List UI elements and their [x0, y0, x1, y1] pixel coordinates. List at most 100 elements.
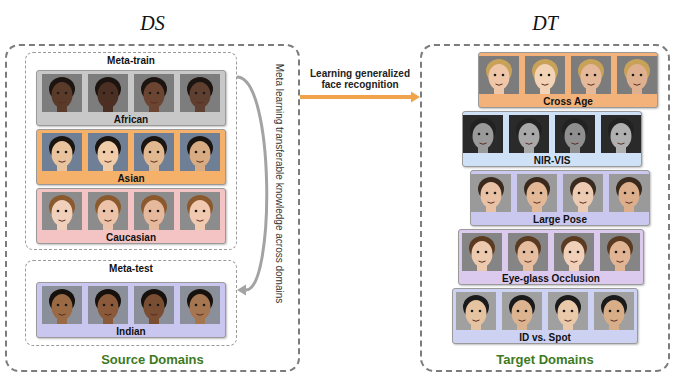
mouth: [105, 161, 112, 162]
mouth: [197, 161, 204, 162]
eye: [149, 304, 152, 307]
face: [98, 294, 119, 320]
face-photos: [37, 74, 225, 112]
photo-background: [508, 233, 548, 271]
face: [518, 241, 539, 267]
eye: [111, 304, 114, 307]
eye: [486, 192, 489, 195]
face-photos: [463, 115, 641, 153]
photo-background: [134, 133, 174, 171]
eye: [157, 92, 160, 95]
band-label: African: [114, 114, 148, 125]
mouth: [565, 320, 572, 321]
face: [558, 300, 579, 326]
domain-band: Caucasian: [36, 188, 226, 244]
mouth: [519, 320, 526, 321]
photo-background: [471, 174, 511, 212]
face: [527, 182, 548, 208]
photo-background: [525, 56, 565, 94]
face: [489, 64, 510, 90]
mouth: [105, 220, 112, 221]
eye: [615, 251, 618, 254]
eye: [485, 251, 488, 254]
eye: [65, 304, 68, 307]
photo-background: [180, 74, 220, 112]
eye: [563, 310, 566, 313]
eye: [195, 92, 198, 95]
mouth: [525, 261, 532, 262]
eye: [532, 133, 535, 136]
photo-background: [88, 74, 128, 112]
eye: [532, 192, 535, 195]
band-label: Caucasian: [106, 232, 156, 243]
eye: [632, 74, 635, 77]
photo-background: [180, 133, 220, 171]
mouth: [571, 261, 578, 262]
mouth: [151, 314, 158, 315]
band-label: NIR-VIS: [534, 155, 571, 166]
photo-background: [554, 233, 594, 271]
eye: [203, 210, 206, 213]
eye: [632, 192, 635, 195]
eye: [586, 192, 589, 195]
edge-label: Learning generalized face recognition: [301, 68, 419, 90]
mouth: [151, 161, 158, 162]
photo-background: [42, 192, 82, 230]
eye: [540, 74, 543, 77]
edge-label: Meta learning transferable knowledge acr…: [274, 64, 285, 304]
eye: [195, 304, 198, 307]
eye: [203, 151, 206, 154]
photo-background: [601, 115, 641, 153]
eye: [494, 192, 497, 195]
face-photos: [37, 192, 225, 230]
face: [52, 82, 73, 108]
face: [144, 141, 165, 167]
face-photos: [37, 133, 225, 171]
photo-background: [180, 192, 220, 230]
eye: [569, 251, 572, 254]
eye: [103, 304, 106, 307]
eye: [486, 133, 489, 136]
eye: [524, 133, 527, 136]
domain-band: Eye-glass Occlusion: [458, 229, 644, 285]
photo-background: [462, 233, 502, 271]
eye: [577, 251, 580, 254]
domain-caption: Source Domains: [101, 352, 204, 367]
eye: [624, 192, 627, 195]
band-label: ID vs. Spot: [519, 332, 571, 343]
domain-panel: DTTarget DomainsCross AgeNIR-VISLarge Po…: [420, 44, 670, 372]
mouth: [534, 202, 541, 203]
eye: [478, 133, 481, 136]
photo-background: [42, 286, 82, 324]
mouth: [197, 220, 204, 221]
face: [565, 123, 586, 149]
face: [190, 82, 211, 108]
eye: [103, 210, 106, 213]
mouth: [618, 143, 625, 144]
face: [564, 241, 585, 267]
face-photos: [479, 56, 657, 94]
eye: [111, 210, 114, 213]
mouth: [480, 143, 487, 144]
eye: [594, 74, 597, 77]
eye: [149, 151, 152, 154]
photo-background: [88, 133, 128, 171]
photo-background: [555, 115, 595, 153]
domain-panel: DSSource DomainsMeta-trainAfricanAsianCa…: [5, 44, 300, 372]
domain-band: Cross Age: [478, 52, 658, 108]
eye: [471, 310, 474, 313]
domain-band: Indian: [36, 282, 226, 338]
band-label: Asian: [117, 173, 144, 184]
mouth: [59, 220, 66, 221]
face: [190, 294, 211, 320]
face-photos: [471, 174, 649, 212]
mouth: [105, 102, 112, 103]
eye: [103, 92, 106, 95]
photo-background: [134, 192, 174, 230]
face: [466, 300, 487, 326]
eye: [203, 92, 206, 95]
photo-background: [509, 115, 549, 153]
eye: [57, 210, 60, 213]
face: [573, 182, 594, 208]
